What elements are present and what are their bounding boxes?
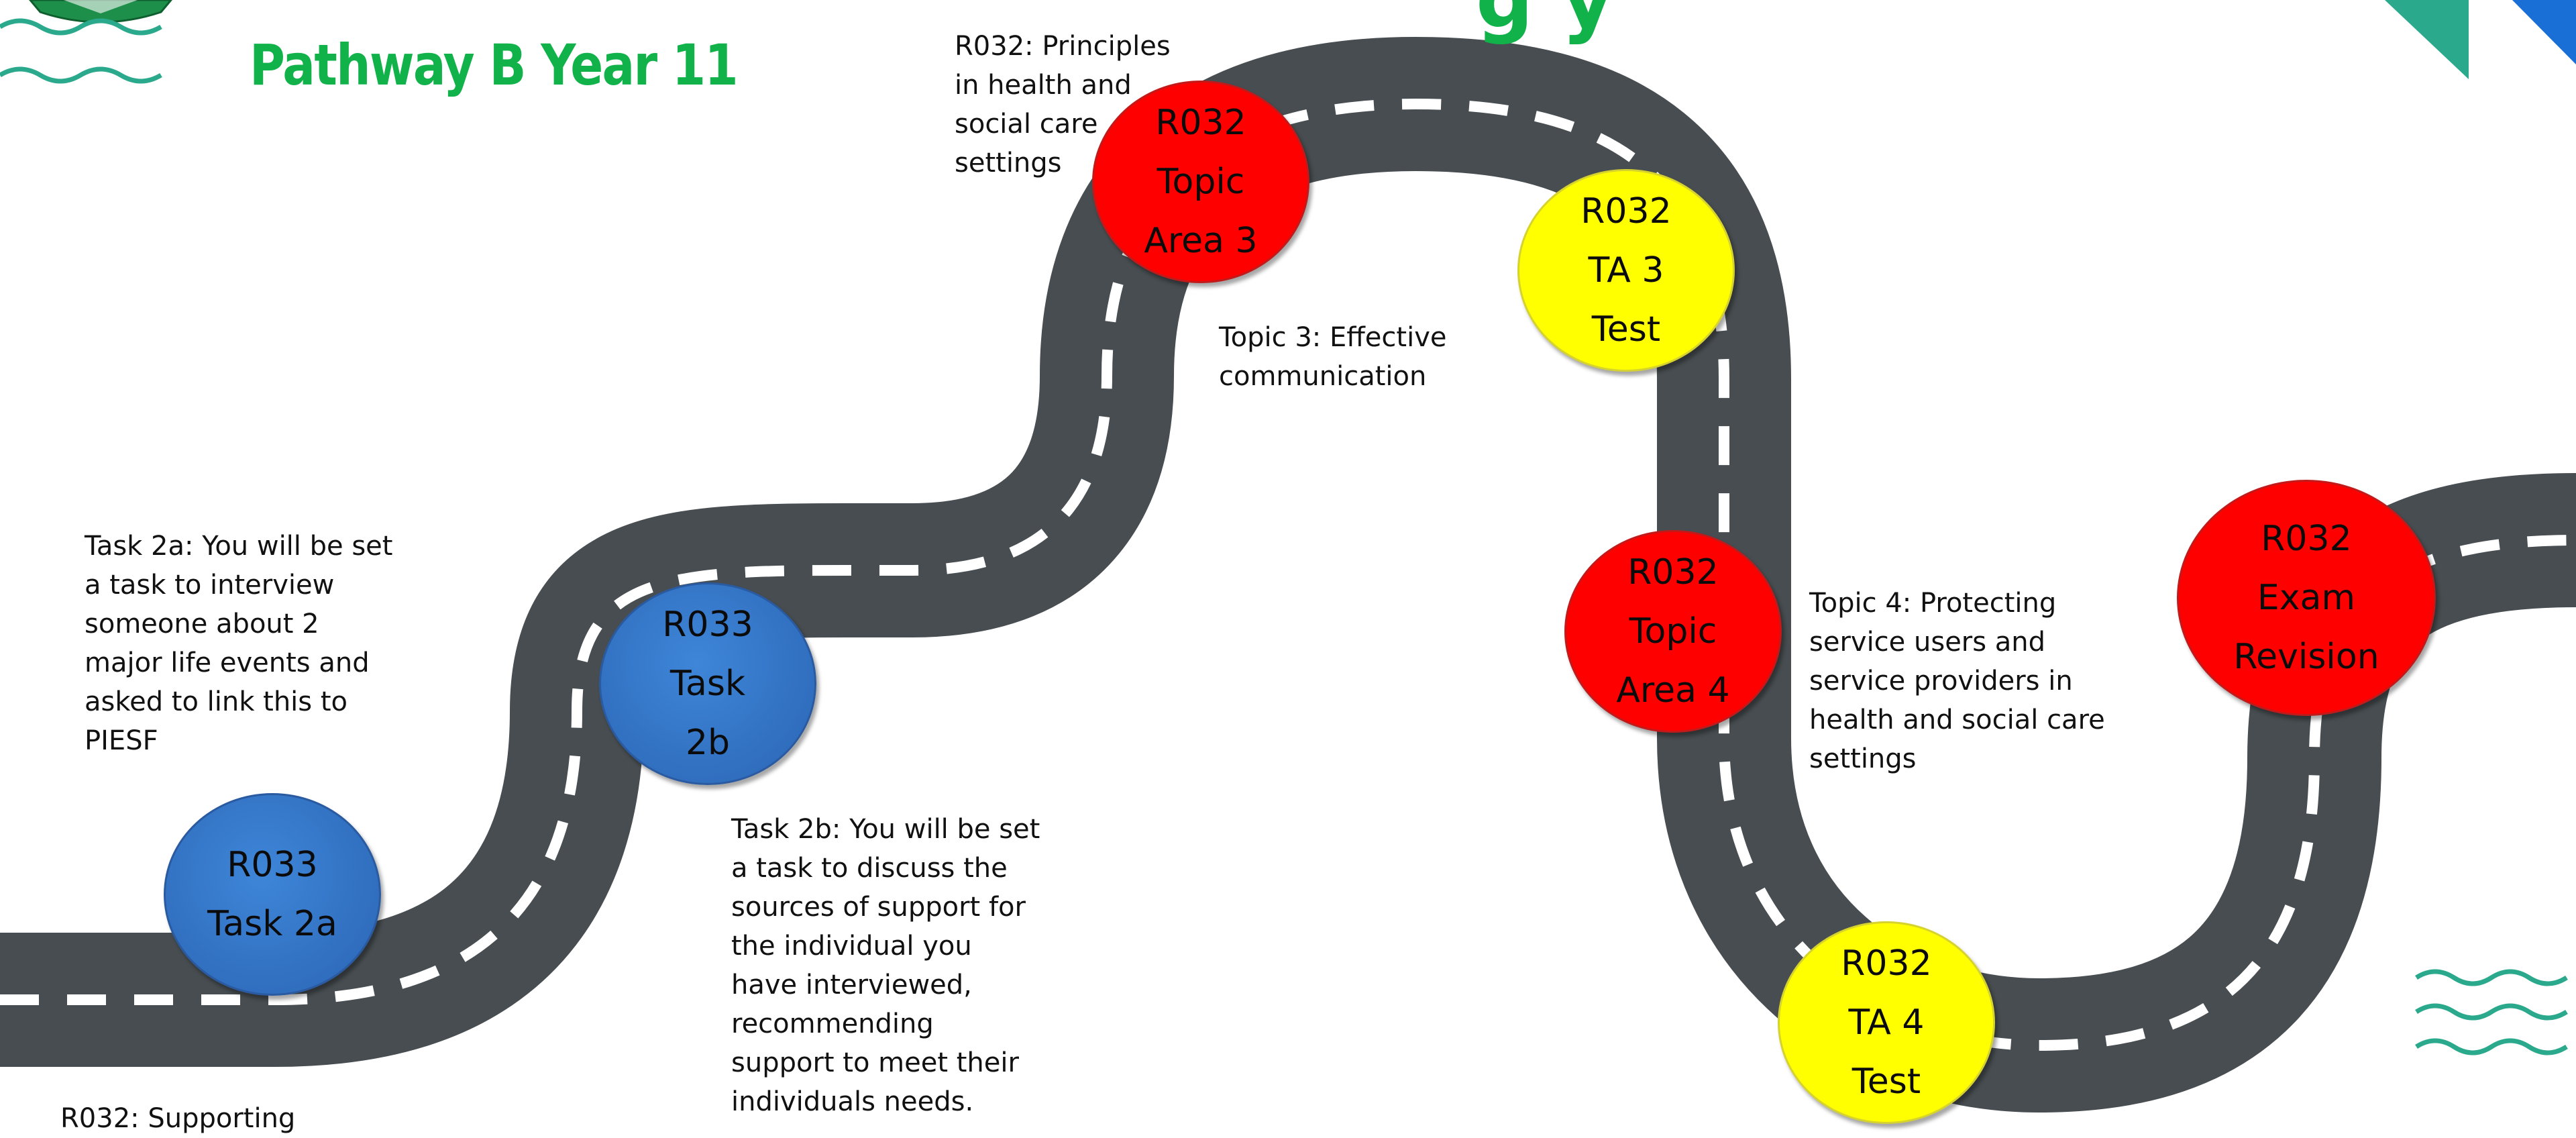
- note-line: settings: [955, 148, 1062, 178]
- note-topic-3: Topic 3: Effective communication: [1219, 318, 1446, 396]
- note-line: have interviewed,: [731, 970, 972, 1000]
- milestone-label: R032: [1627, 552, 1719, 592]
- note-line: Task 2b: You will be set: [731, 814, 1040, 845]
- note-line: in health and: [955, 70, 1132, 101]
- milestone-r032-exam-revision[interactable]: R032 Exam Revision: [2177, 480, 2436, 716]
- note-line: a task to interview: [85, 570, 335, 601]
- note-line: individuals needs.: [731, 1086, 974, 1117]
- triangle-decoration: [2512, 0, 2576, 64]
- milestone-label: Area 4: [1616, 670, 1730, 711]
- milestone-label: TA 4: [1848, 1002, 1925, 1043]
- note-line: recommending: [731, 1008, 934, 1039]
- road-center-dash: [0, 98, 2576, 1051]
- note-line: settings: [1809, 743, 1917, 774]
- milestone-label: TA 3: [1588, 250, 1664, 291]
- wave-decoration-right: [2415, 1038, 2568, 1055]
- note-line: support to meet their: [731, 1047, 1019, 1078]
- wave-decoration-left: [0, 18, 162, 36]
- milestone-label: Task 2a: [207, 904, 337, 944]
- note-r032-principles: R032: Principles in health and social ca…: [955, 27, 1171, 183]
- note-line: PIESF: [85, 725, 158, 756]
- wave-decoration-right: [2415, 969, 2568, 986]
- note-line: Task 2a: You will be set: [85, 531, 393, 562]
- milestone-r032-ta4-test[interactable]: R032 TA 4 Test: [1778, 921, 1995, 1124]
- note-line: asked to link this to: [85, 686, 347, 717]
- note-bottom-cut: R032: Supporting: [60, 1099, 295, 1138]
- note-task-2a: Task 2a: You will be set a task to inter…: [85, 527, 392, 760]
- note-line: major life events and: [85, 648, 370, 678]
- milestone-label: Revision: [2233, 637, 2379, 677]
- milestone-label: R032: [2261, 519, 2352, 559]
- milestone-label: 2b: [685, 723, 731, 763]
- milestone-label: Test: [1591, 309, 1661, 350]
- milestone-label: Exam: [2257, 578, 2356, 618]
- note-line: a task to discuss the: [731, 853, 1008, 884]
- note-line: social care: [955, 109, 1098, 140]
- note-line: the individual you: [731, 931, 972, 962]
- milestone-label: R032: [1155, 103, 1246, 143]
- milestone-label: Topic: [1629, 611, 1717, 652]
- note-line: service users and: [1809, 627, 2046, 658]
- note-line: R032: Principles: [955, 31, 1171, 62]
- wave-decoration-left: [0, 66, 162, 84]
- note-line: someone about 2: [85, 609, 319, 639]
- milestone-r032-ta3-test[interactable]: R032 TA 3 Test: [1517, 169, 1735, 372]
- note-line: Topic 3: Effective: [1219, 322, 1447, 353]
- main-title-fragment: g y: [1476, 0, 1614, 46]
- milestone-label: R033: [662, 605, 753, 645]
- milestone-label: Task: [669, 664, 746, 704]
- triangle-decoration: [2385, 0, 2469, 79]
- note-line: communication: [1219, 361, 1427, 392]
- note-topic-4: Topic 4: Protecting service users and se…: [1809, 584, 2105, 778]
- milestone-label: Test: [1851, 1062, 1921, 1102]
- milestone-label: R032: [1841, 943, 1932, 984]
- milestone-r033-task-2b[interactable]: R033 Task 2b: [599, 582, 816, 785]
- note-task-2b: Task 2b: You will be set a task to discu…: [731, 810, 1040, 1121]
- milestone-label: Topic: [1157, 162, 1245, 202]
- milestone-label: R032: [1580, 191, 1672, 231]
- note-line: Topic 4: Protecting: [1809, 588, 2057, 619]
- milestone-r033-task-2a[interactable]: R033 Task 2a: [164, 793, 381, 996]
- milestone-r032-topic-area-4[interactable]: R032 Topic Area 4: [1564, 530, 1782, 733]
- milestone-label: R033: [227, 845, 318, 885]
- page-title: Pathway B Year 11: [250, 32, 739, 98]
- note-line: service providers in: [1809, 666, 2073, 696]
- milestone-r032-topic-area-3[interactable]: R032 Topic Area 3: [1092, 81, 1309, 283]
- school-logo: [29, 0, 172, 23]
- note-line: sources of support for: [731, 892, 1026, 923]
- milestone-label: Area 3: [1144, 221, 1258, 261]
- note-line: R032: Supporting: [60, 1103, 296, 1134]
- wave-decoration-right: [2415, 1003, 2568, 1021]
- note-line: health and social care: [1809, 705, 2105, 735]
